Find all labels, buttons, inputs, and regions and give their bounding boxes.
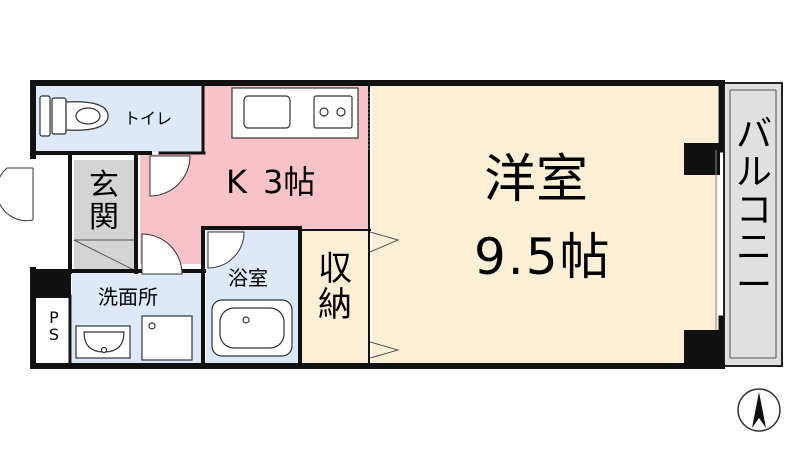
ps-area (40, 298, 68, 360)
bath-label: 浴室 (228, 266, 268, 290)
toilet-icon (39, 95, 109, 137)
entry-door-swing (0, 167, 34, 222)
storage-door-marks (369, 231, 400, 359)
storage-label: 収 納 (318, 249, 352, 325)
kitchen-size: 3帖 (262, 163, 316, 201)
washroom-door-swing (141, 233, 183, 275)
western-room-size: 9.5帖 (474, 228, 612, 286)
kitchen-name: K (226, 163, 247, 201)
western-room-area (372, 86, 718, 364)
balcony-area (723, 82, 783, 367)
kitchen-sink-icon (243, 95, 291, 129)
two-burner-stove-icon (313, 95, 353, 129)
washbasin-icon (75, 325, 131, 359)
storage-area (302, 230, 368, 364)
bath-door-swing (207, 231, 245, 269)
balcony-label: バ ル コ ニ ー (735, 114, 772, 307)
north-arrow-icon (737, 388, 781, 432)
kitchen-label: K 3帖 (226, 166, 315, 198)
bathtub-icon (211, 299, 293, 357)
toilet-label: トイレ (124, 109, 173, 128)
kitchen-door-swing (149, 155, 191, 197)
washroom-label: 洗面所 (98, 285, 158, 309)
ps-label: P S (48, 308, 60, 344)
entrance-label: 玄 関 (89, 168, 119, 235)
entrance-area (74, 160, 134, 270)
washing-machine-pan-icon (141, 315, 193, 361)
western-room-label: 洋室 (484, 150, 589, 210)
